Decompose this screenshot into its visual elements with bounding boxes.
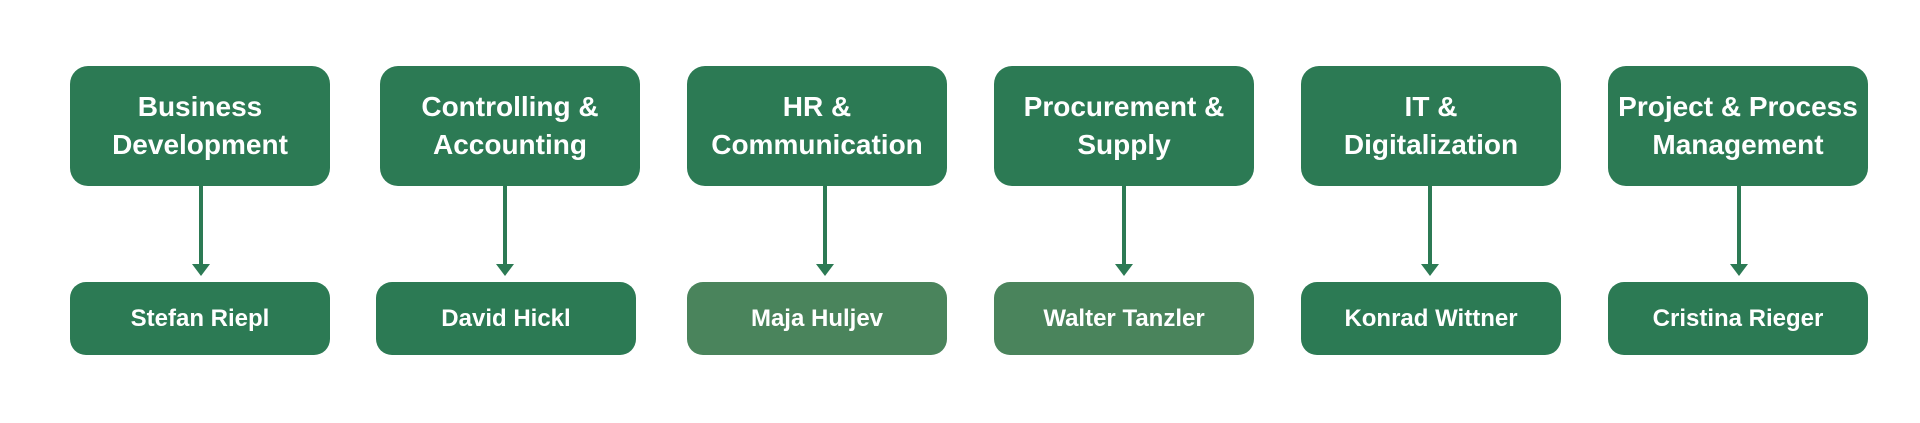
department-name: HR & Communication (711, 88, 923, 164)
department-box: Project & Process Management (1608, 66, 1868, 186)
department-box: Controlling & Accounting (380, 66, 640, 186)
department-name-line1: Project & Process (1618, 91, 1858, 122)
department-column: Procurement & Supply Walter Tanzler (994, 0, 1256, 423)
department-name-line2: Development (112, 129, 288, 160)
person-name: Walter Tanzler (1043, 304, 1205, 332)
person-name: David Hickl (441, 304, 571, 332)
connector-arrow (1115, 186, 1133, 276)
connector-arrow (1421, 186, 1439, 276)
department-name-line2: Management (1652, 129, 1824, 160)
department-name-line1: HR & (782, 91, 852, 122)
department-box: IT & Digitalization (1301, 66, 1561, 186)
person-name: Stefan Riepl (130, 304, 270, 332)
department-name-line1: IT & (1404, 91, 1458, 122)
department-box: Procurement & Supply (994, 66, 1254, 186)
arrow-head-icon (1115, 264, 1133, 276)
department-column: Project & Process Management Cristina Ri… (1608, 0, 1870, 423)
department-column: IT & Digitalization Konrad Wittner (1301, 0, 1563, 423)
department-name: Procurement & Supply (1024, 88, 1225, 164)
department-name: Project & Process Management (1618, 88, 1858, 164)
person-name: Maja Huljev (750, 304, 884, 332)
department-column: Business Development Stefan Riepl (70, 0, 332, 423)
connector-arrow (192, 186, 210, 276)
connector-arrow (496, 186, 514, 276)
department-box: Business Development (70, 66, 330, 186)
arrow-head-icon (192, 264, 210, 276)
person-box: Walter Tanzler (994, 282, 1254, 355)
department-name-line2: Digitalization (1343, 129, 1519, 160)
person-box: Maja Huljev (687, 282, 947, 355)
department-name-line2: Supply (1077, 129, 1171, 160)
department-name-line1: Controlling & (421, 91, 599, 122)
connector-arrow (816, 186, 834, 276)
department-name-line2: Communication (711, 129, 923, 160)
arrow-head-icon (816, 264, 834, 276)
arrow-head-icon (496, 264, 514, 276)
connector-arrow (1730, 186, 1748, 276)
department-column: Controlling & Accounting David Hickl (376, 0, 642, 423)
person-box: Konrad Wittner (1301, 282, 1561, 355)
department-name-line1: Procurement & (1023, 91, 1225, 122)
department-column: HR & Communication Maja Huljev (687, 0, 949, 423)
arrow-head-icon (1421, 264, 1439, 276)
person-name: Konrad Wittner (1344, 304, 1518, 332)
person-box: Cristina Rieger (1608, 282, 1868, 355)
department-name-line2: Accounting (432, 129, 587, 160)
department-name-line1: Business (137, 91, 263, 122)
person-box: Stefan Riepl (70, 282, 330, 355)
department-box: HR & Communication (687, 66, 947, 186)
arrow-head-icon (1730, 264, 1748, 276)
department-name: IT & Digitalization (1344, 88, 1518, 164)
department-name: Business Development (112, 88, 288, 164)
person-name: Cristina Rieger (1652, 304, 1824, 332)
person-box: David Hickl (376, 282, 636, 355)
department-name: Controlling & Accounting (421, 88, 598, 164)
